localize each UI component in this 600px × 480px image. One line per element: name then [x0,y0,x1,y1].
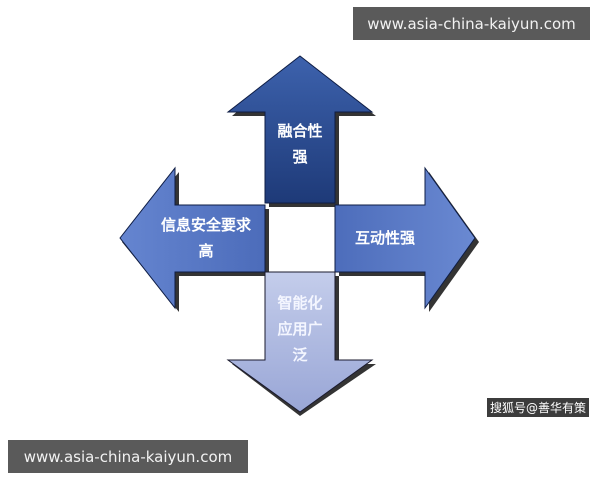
arrow-right [334,166,476,310]
label-line: 智能化 [277,294,323,312]
label-line: 应用广 [277,320,323,338]
arrow-left-label: 信息安全要求 高 [150,212,262,264]
label-line: 融合性 [277,122,323,140]
watermark-bottom: www.asia-china-kaiyun.com [8,440,248,473]
arrow-up-label: 融合性 强 [265,118,335,170]
arrow-down [226,271,374,413]
label-line: 高 [198,242,214,260]
label-line: 强 [292,148,308,166]
label-line: 互动性强 [354,229,415,247]
arrow-up [226,55,374,204]
source-credit: 搜狐号@善华有策 [487,398,590,417]
center-square [270,207,330,271]
arrow-right-label: 互动性强 [345,225,425,251]
arrow-down-label: 智能化 应用广 泛 [262,290,338,368]
label-line: 信息安全要求 [160,216,251,234]
label-line: 泛 [292,346,308,364]
watermark-top: www.asia-china-kaiyun.com [353,7,590,40]
arrow-left [119,166,266,310]
